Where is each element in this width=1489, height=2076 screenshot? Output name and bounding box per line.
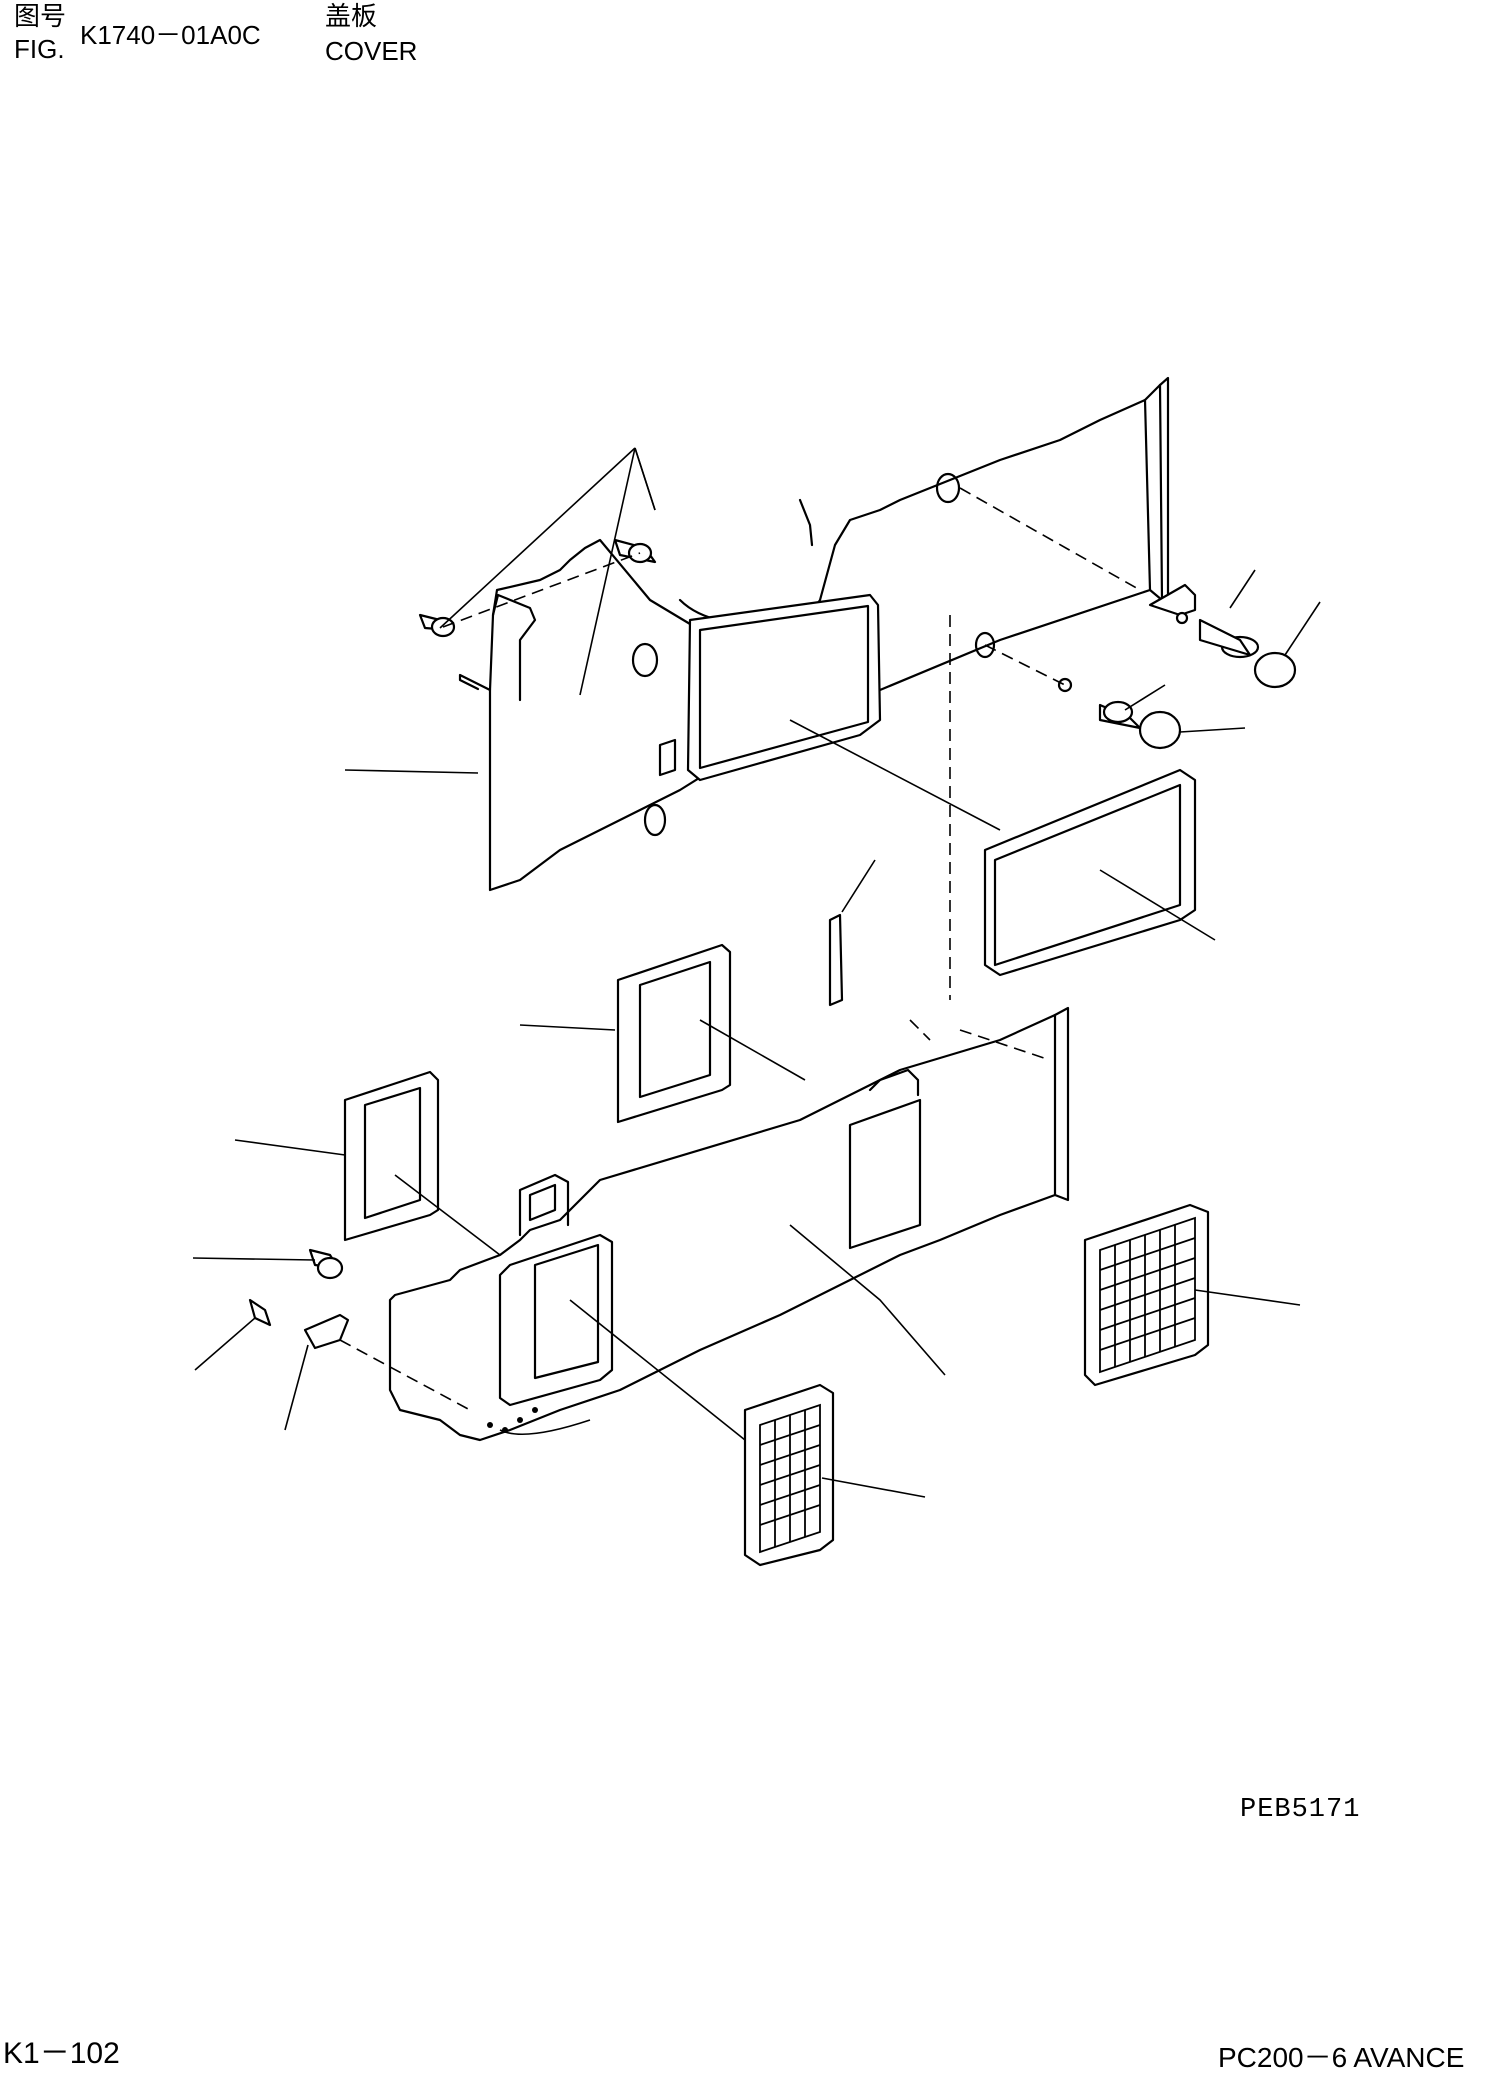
upper-hardware	[418, 538, 1297, 750]
fig-label-en: FIG.	[14, 34, 65, 64]
lower-left-hardware	[248, 1248, 350, 1350]
dashed-assembly-lines	[339, 487, 1141, 1411]
fig-number: K1740－01A0C	[80, 20, 261, 50]
upper-cover-panel	[458, 376, 1170, 892]
upper-panel-pad	[983, 768, 1197, 977]
small-spacer	[828, 913, 844, 1007]
title-cn: 盖板	[325, 2, 378, 32]
large-grille	[1083, 1203, 1210, 1387]
leader-lines	[192, 447, 1321, 1498]
middle-rect-seal	[616, 943, 732, 1124]
lower-cover-panel	[388, 1006, 1070, 1442]
left-rect-seal	[343, 1070, 440, 1242]
drawing-code: PEB5171	[1240, 1795, 1361, 1825]
model-name: PC200－6 AVANCE	[1218, 2042, 1465, 2073]
page-number: K1－102	[3, 2037, 120, 2070]
fig-label-cn: 图号	[14, 2, 67, 32]
small-grille	[743, 1383, 835, 1567]
title-en: COVER	[325, 36, 418, 66]
